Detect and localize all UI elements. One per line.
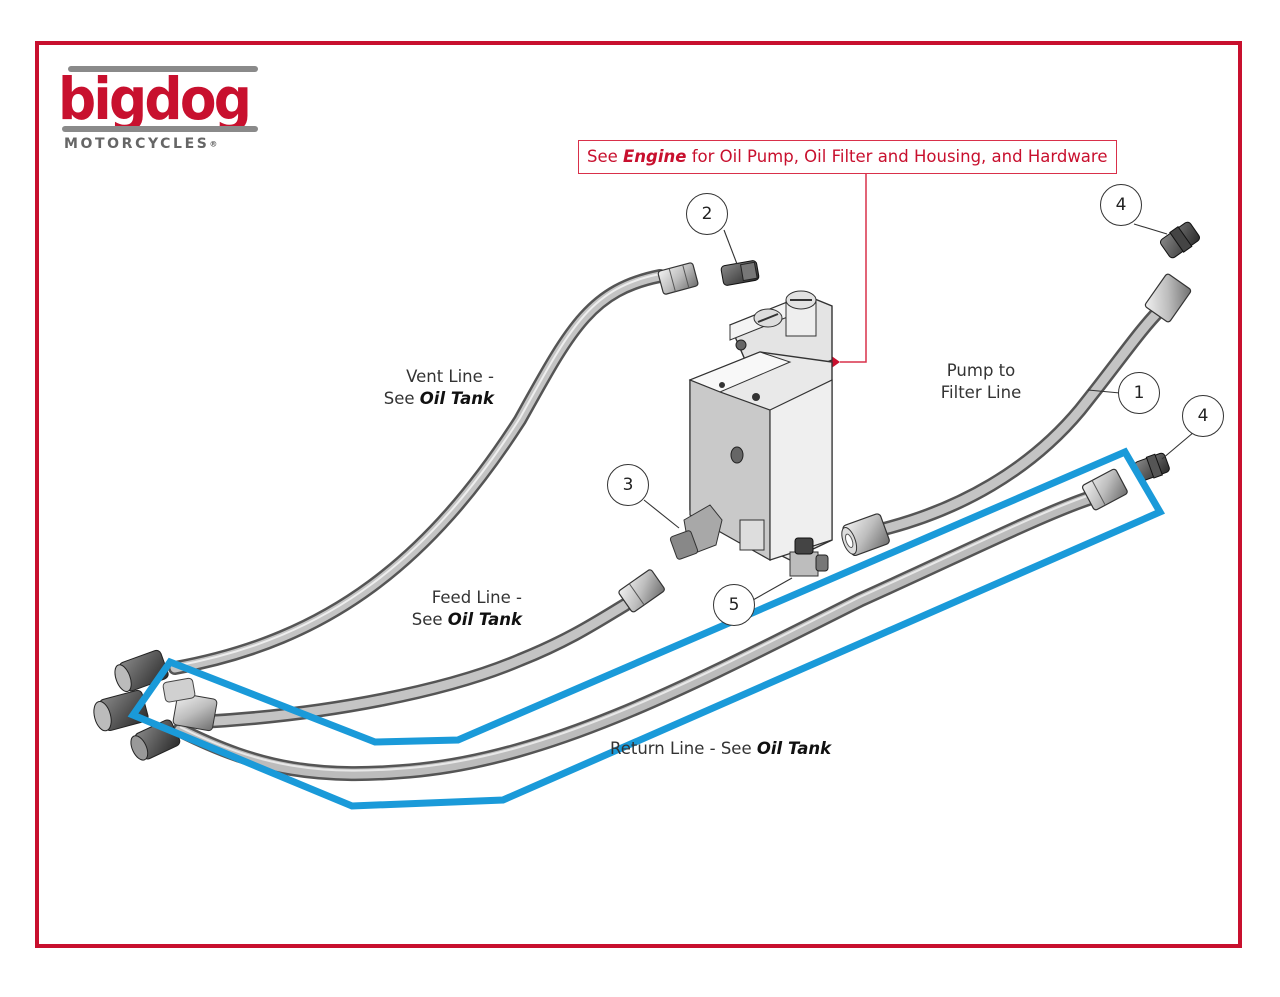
callout-4b: 4 xyxy=(1182,395,1224,437)
callout-2: 2 xyxy=(686,193,728,235)
vent-line-see: See xyxy=(383,389,420,408)
vent-line-label: Vent Line - See Oil Tank xyxy=(360,366,494,410)
leader-2 xyxy=(723,229,738,265)
pump-filter-lower-nut xyxy=(841,513,890,557)
feed-line-nut xyxy=(618,569,665,613)
logo-subtitle-text: MOTORCYCLES xyxy=(64,136,210,152)
callout-4a: 4 xyxy=(1100,184,1142,226)
diagram-frame xyxy=(35,41,1242,948)
leader-4b xyxy=(1161,431,1195,460)
part-2-fitting xyxy=(720,260,760,286)
logo-wordmark: bigdog xyxy=(58,65,252,133)
part-4-upper-fitting xyxy=(1160,221,1200,259)
feed-line-ref: Oil Tank xyxy=(447,610,522,629)
callout-5: 5 xyxy=(713,584,755,626)
engine-note-suffix: for Oil Pump, Oil Filter and Housing, an… xyxy=(686,147,1108,166)
leader-3 xyxy=(643,499,680,529)
pump-filter-upper-nut xyxy=(1144,273,1192,323)
return-line-nut xyxy=(1081,468,1128,511)
vent-line-ref: Oil Tank xyxy=(419,389,494,408)
part-5-elbow xyxy=(789,537,829,577)
pump-to-filter-line2: Filter Line xyxy=(940,383,1022,402)
return-line-text: Return Line - See xyxy=(610,739,757,758)
left-fittings-cluster xyxy=(93,649,218,761)
return-line-label: Return Line - See Oil Tank xyxy=(610,738,831,760)
leader-4a xyxy=(1133,223,1168,235)
pump-to-filter-label: Pump to Filter Line xyxy=(930,360,1032,404)
part-4-lower-fitting xyxy=(1134,452,1170,482)
vent-line-nut xyxy=(657,262,699,295)
feed-line-label-line2: See Oil Tank xyxy=(386,609,522,631)
leader-1 xyxy=(1087,389,1121,394)
pump-to-filter-line1: Pump to xyxy=(946,361,1016,380)
return-line-ref: Oil Tank xyxy=(756,739,832,758)
feed-line-label: Feed Line - See Oil Tank xyxy=(386,587,522,631)
vent-line-label-line1: Vent Line - xyxy=(406,367,494,386)
return-line-hose xyxy=(172,468,1128,782)
leader-5 xyxy=(752,577,793,601)
logo-bottom-bar xyxy=(62,126,258,132)
pump-to-filter-hose xyxy=(841,273,1192,557)
return-line-highlight-outline xyxy=(127,447,1166,810)
callout-3: 3 xyxy=(607,464,649,506)
engine-reference-note: See Engine for Oil Pump, Oil Filter and … xyxy=(578,140,1117,174)
feed-line-see: See xyxy=(411,610,448,629)
bigdog-logo: bigdog MOTORCYCLES® xyxy=(58,64,268,158)
feed-line-label-line1: Feed Line - xyxy=(431,588,522,607)
engine-note-prefix: See xyxy=(587,147,624,166)
part-3-elbow xyxy=(669,504,723,560)
registered-mark: ® xyxy=(209,139,221,149)
logo-subtitle: MOTORCYCLES® xyxy=(64,136,220,152)
vent-line-label-line2: See Oil Tank xyxy=(360,388,494,410)
vent-line-hose xyxy=(168,262,699,675)
callout-1: 1 xyxy=(1118,372,1160,414)
logo-top-bar xyxy=(68,66,258,72)
callout-leaders xyxy=(643,223,1195,601)
engine-note-emphasis: Engine xyxy=(623,147,687,166)
